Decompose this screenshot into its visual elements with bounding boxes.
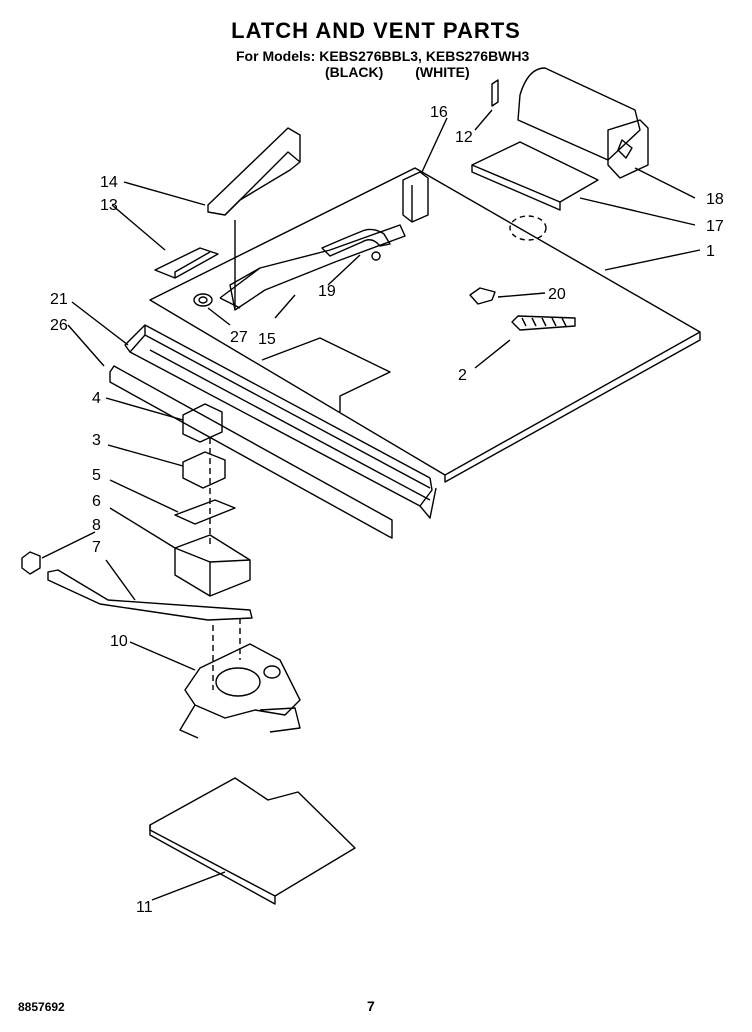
part-switch-3 (182, 451, 226, 489)
part-terminal-block (511, 315, 576, 331)
callout-16: 16 (430, 104, 448, 121)
part-bottom-plate (149, 777, 356, 897)
callout-21: 21 (50, 291, 68, 308)
part-vent-cover (207, 127, 301, 216)
callout-6: 6 (92, 493, 101, 510)
callout-12: 12 (455, 129, 473, 146)
callout-3: 3 (92, 432, 101, 449)
part-blower (517, 67, 641, 161)
callout-15: 15 (258, 331, 276, 348)
callout-11: 11 (136, 899, 153, 916)
callout-17: 17 (706, 218, 724, 235)
models-line: For Models: KEBS276BBL3, KEBS276BWH3 (236, 48, 530, 64)
callout-7: 7 (92, 539, 101, 556)
callout-2: 2 (458, 367, 467, 384)
callout-10: 10 (110, 633, 128, 650)
part-front-frame (124, 324, 146, 353)
callout-13: 13 (100, 197, 118, 214)
part-switch-4 (182, 403, 223, 443)
callout-20: 20 (548, 286, 566, 303)
part-bracket-13 (154, 247, 219, 279)
callout-14: 14 (100, 174, 118, 191)
part-latch-assembly (184, 643, 301, 719)
callout-4: 4 (92, 390, 101, 407)
color-variants: (BLACK) (WHITE) (325, 64, 470, 80)
diagram-title: LATCH AND VENT PARTS (231, 18, 521, 43)
part-clip-20 (469, 287, 496, 305)
part-vent-box (402, 171, 429, 223)
page-number: 7 (367, 998, 375, 1014)
part-insulator (174, 499, 236, 525)
callout-26: 26 (50, 317, 68, 334)
part-latch-arm (47, 569, 253, 621)
part-grommet (193, 293, 213, 307)
callout-5: 5 (92, 467, 101, 484)
part-bracket-6 (174, 534, 251, 597)
part-plate-17 (471, 141, 599, 203)
part-tube (321, 228, 391, 257)
footer-part-code: 8857692 (18, 1000, 65, 1014)
part-top-panel (149, 167, 701, 476)
part-clip-12 (491, 79, 499, 107)
part-knob (21, 551, 41, 575)
part-vent-duct (229, 224, 406, 311)
callout-19: 19 (318, 283, 336, 300)
callout-8: 8 (92, 517, 101, 534)
callout-27: 27 (230, 329, 248, 346)
part-rail (109, 365, 393, 539)
callout-18: 18 (706, 191, 724, 208)
callout-1: 1 (706, 243, 715, 260)
